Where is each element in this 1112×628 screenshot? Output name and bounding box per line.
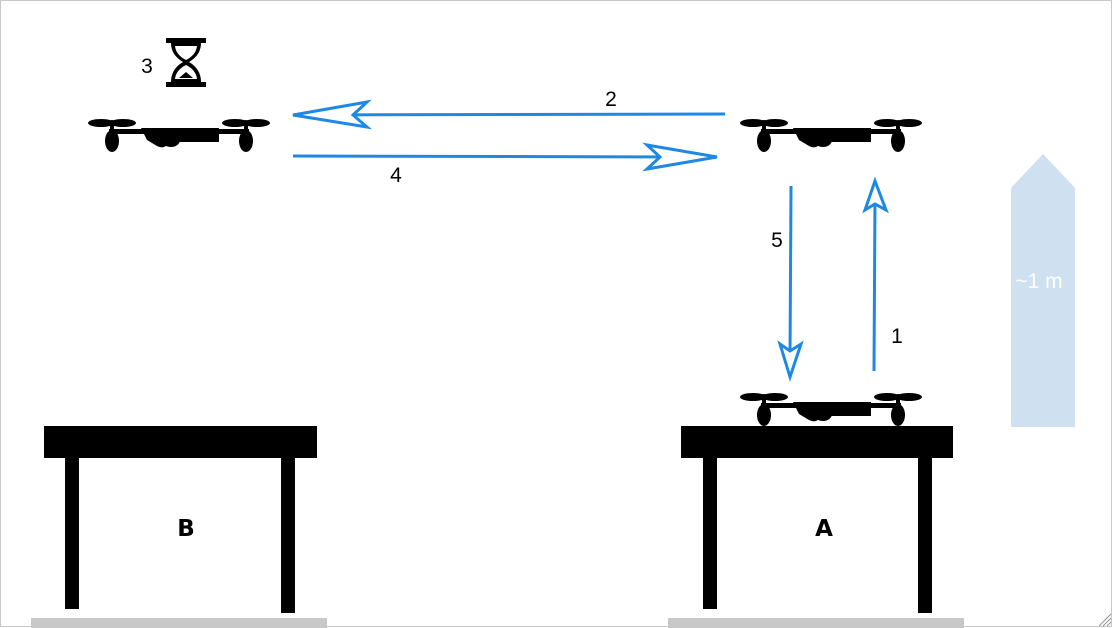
- table-label-b: B: [177, 516, 195, 542]
- arrow-step-4: [292, 142, 718, 172]
- step-label-5: 5: [771, 229, 783, 252]
- drone-icon: [740, 393, 922, 426]
- step-label-2: 2: [605, 88, 617, 111]
- drone-icon: [740, 119, 922, 152]
- drone-at-a-hover: [740, 119, 922, 152]
- floor-right: [668, 618, 964, 628]
- table-b: B: [44, 426, 317, 613]
- step-label-4: 4: [390, 164, 402, 187]
- up-arrow-icon: [1011, 154, 1075, 427]
- table-label-a: A: [815, 516, 833, 542]
- arrow-step-1: [862, 176, 889, 372]
- step-label-1: 1: [891, 325, 903, 348]
- arrow-icon: [862, 176, 889, 214]
- arrow-step-5: [777, 185, 804, 382]
- arrow-step-2: [292, 99, 726, 130]
- drone-on-table-a: [740, 393, 922, 426]
- arrow-icon: [777, 340, 804, 382]
- table-icon: [681, 426, 953, 613]
- table-a: A: [681, 426, 953, 613]
- resize-grip[interactable]: [1098, 613, 1112, 627]
- height-indicator: ~1 m: [1011, 154, 1075, 427]
- hourglass-icon: [166, 38, 206, 87]
- height-label: ~1 m: [1015, 270, 1062, 293]
- arrow-icon: [642, 142, 718, 172]
- drone-at-b-hover: [88, 119, 270, 152]
- drone-icon: [88, 119, 270, 152]
- arrow-icon: [292, 99, 373, 130]
- step-label-3: 3: [141, 55, 153, 78]
- floor-left: [31, 618, 327, 628]
- table-icon: [44, 426, 317, 613]
